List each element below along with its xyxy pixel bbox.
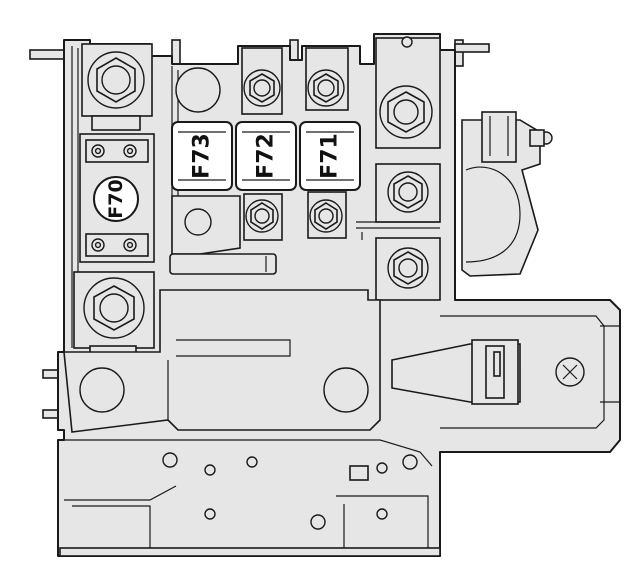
fuse-f71[interactable]: F71 (299, 121, 361, 191)
terminal-right-upper (375, 163, 441, 223)
fuse-f70-circle[interactable] (93, 176, 139, 222)
right-bus-bar (356, 221, 440, 240)
fuse-f72-label: F72 (254, 133, 279, 179)
bottom-section (59, 439, 441, 557)
terminal-right-lower (375, 237, 441, 301)
under-fuse-plate (171, 191, 347, 255)
fuse-f71-label: F71 (318, 133, 343, 179)
mid-strip (169, 253, 277, 275)
terminal-top-left (81, 43, 153, 131)
studs-top-row (241, 47, 349, 115)
boss-top (175, 67, 221, 113)
fuse-f73[interactable]: F73 (171, 121, 233, 191)
fuse-f73-label: F73 (190, 133, 215, 179)
center-panel (63, 289, 381, 433)
fuse-f70-label: F70 (105, 179, 127, 218)
terminal-top-right (375, 36, 441, 149)
terminal-lower-left (73, 271, 155, 357)
right-wing (391, 315, 620, 429)
fuse-f72[interactable]: F72 (235, 121, 297, 191)
fuse-f70-block: F70 (79, 133, 155, 263)
battery-clamp (461, 111, 553, 277)
